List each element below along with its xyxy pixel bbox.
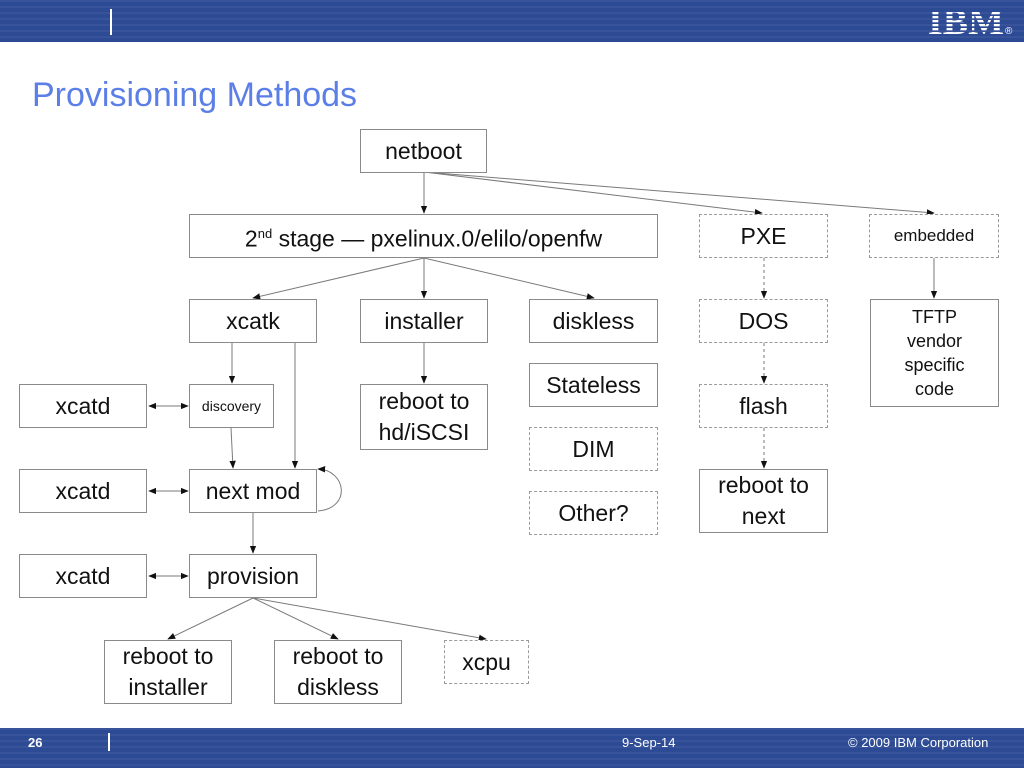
node-xcatd-3: xcatd: [19, 554, 147, 598]
node-other: Other?: [529, 491, 658, 535]
footer-bar: 26 9-Sep-14 © 2009 IBM Corporation: [0, 728, 1024, 768]
node-reboot-installer-line1: reboot to: [122, 643, 214, 669]
stage2-ordinal: 2: [244, 225, 258, 252]
node-dos: DOS: [699, 299, 828, 343]
node-tftp-line1: TFTP: [912, 307, 957, 327]
node-xcatd-2: xcatd: [19, 469, 147, 513]
node-xcpu-label: xcpu: [462, 648, 511, 675]
node-tftp-line4: code: [914, 379, 955, 399]
footer-stripes: [0, 728, 1024, 768]
node-next-mod: next mod: [189, 469, 317, 513]
edge-provision-reboot-installer: [167, 597, 254, 640]
node-dim-label: DIM: [572, 435, 615, 462]
edge-provision-xcpu: [252, 597, 487, 641]
node-reboot-next-line2: next: [741, 503, 786, 529]
node-xcatk: xcatk: [189, 299, 317, 343]
node-embedded-label: embedded: [893, 226, 975, 245]
node-reboot-installer-line2: installer: [128, 674, 208, 700]
stage2-text: stage — pxelinux.0/elilo/openfw: [272, 225, 603, 252]
node-other-label: Other?: [558, 499, 629, 526]
node-installer: installer: [360, 299, 488, 343]
node-reboot-next-line1: reboot to: [718, 472, 809, 498]
node-netboot-label: netboot: [385, 137, 462, 164]
edge-discovery-next-mod: [229, 427, 236, 469]
node-stateless-label: Stateless: [546, 371, 641, 398]
node-next-mod-label: next mod: [205, 477, 301, 504]
ibm-logo: IBM ®: [928, 4, 1013, 38]
edge-stage2-xcatk: [252, 257, 425, 300]
node-tftp-line2: vendor: [906, 331, 963, 351]
node-reboot-next: reboot to next: [699, 469, 828, 533]
node-xcatd-3-label: xcatd: [55, 562, 111, 589]
header-divider: [110, 9, 112, 35]
edge-stage2-diskless: [423, 257, 595, 300]
node-discovery-label: discovery: [201, 398, 262, 414]
node-tftp: TFTP vendor specific code: [870, 299, 999, 407]
edge-next-mod-loop: [317, 466, 342, 512]
node-pxe: PXE: [699, 214, 828, 258]
node-dos-label: DOS: [738, 307, 789, 334]
node-xcatd-1-label: xcatd: [55, 392, 111, 419]
node-flash-label: flash: [739, 392, 788, 419]
node-provision-label: provision: [206, 562, 300, 589]
ibm-logo-text: IBM: [928, 4, 1004, 38]
node-stage2-label: 2nd stage — pxelinux.0/elilo/openfw: [245, 218, 602, 255]
footer-divider: [108, 733, 110, 751]
edge-netboot-embedded: [423, 171, 935, 216]
edge-provision-reboot-diskless: [252, 597, 339, 640]
node-diskless-label: diskless: [552, 307, 635, 334]
node-reboot-diskless-line1: reboot to: [292, 643, 384, 669]
node-diskless: diskless: [529, 299, 658, 343]
node-provision: provision: [189, 554, 317, 598]
copyright: © 2009 IBM Corporation: [848, 735, 989, 750]
edge-netboot-pxe: [423, 171, 763, 216]
node-reboot-diskless-line2: diskless: [297, 674, 379, 700]
header-bar: IBM ®: [0, 0, 1024, 42]
node-xcatd-1: xcatd: [19, 384, 147, 428]
node-xcpu: xcpu: [444, 640, 529, 684]
node-installer-label: installer: [384, 307, 464, 334]
node-reboot-hd-line1: reboot to: [378, 388, 470, 414]
node-xcatd-2-label: xcatd: [55, 477, 111, 504]
header-stripes: [0, 0, 1024, 42]
node-reboot-installer: reboot to installer: [104, 640, 232, 704]
node-stage2: 2nd stage — pxelinux.0/elilo/openfw: [189, 214, 658, 258]
slide-date: 9-Sep-14: [622, 735, 676, 750]
node-xcatk-label: xcatk: [226, 307, 280, 334]
page-title: Provisioning Methods: [32, 76, 358, 114]
node-stateless: Stateless: [529, 363, 658, 407]
node-tftp-line3: specific: [904, 355, 965, 375]
node-pxe-label: PXE: [740, 222, 787, 249]
node-embedded: embedded: [869, 214, 999, 258]
node-reboot-hd: reboot to hd/iSCSI: [360, 384, 488, 450]
node-reboot-hd-line2: hd/iSCSI: [378, 419, 470, 445]
node-discovery: discovery: [189, 384, 274, 428]
page-number: 26: [28, 735, 43, 750]
node-dim: DIM: [529, 427, 658, 471]
node-flash: flash: [699, 384, 828, 428]
registered-mark: ®: [1005, 26, 1013, 37]
stage2-ordinal-suffix: nd: [257, 225, 273, 241]
node-reboot-diskless: reboot to diskless: [274, 640, 402, 704]
node-netboot: netboot: [360, 129, 487, 173]
